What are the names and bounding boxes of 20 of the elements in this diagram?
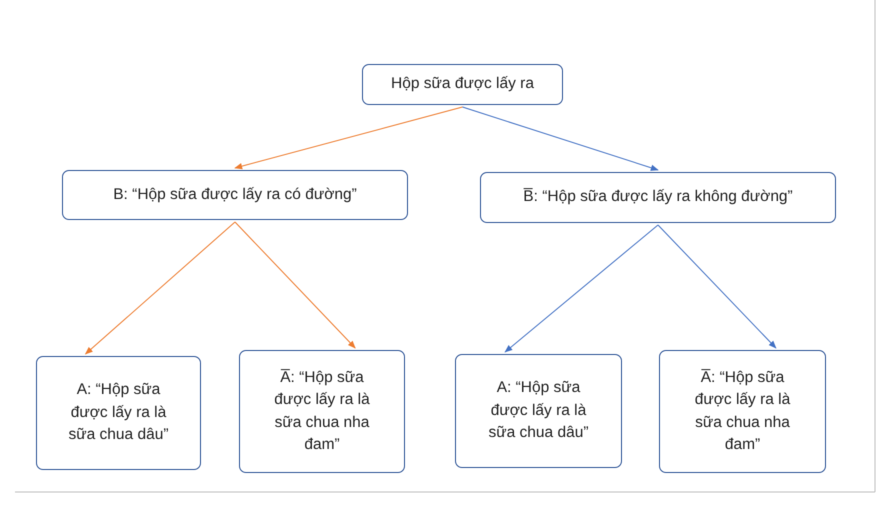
arrow [234, 222, 356, 349]
arrow [84, 222, 236, 355]
node-label: A̅: “Hộp sữa được lấy ra là sữa chua nha đam” [273, 368, 371, 455]
process-box [36, 356, 201, 470]
arrow [234, 106, 463, 170]
process-box [455, 354, 622, 468]
arrow [658, 224, 776, 349]
process-box [480, 172, 836, 223]
node-label: Hộp sữa được lấy ra [391, 74, 534, 94]
node-label: B: “Hộp sữa được lấy ra có đường” [113, 184, 357, 205]
process-box [62, 170, 408, 220]
process-box [362, 64, 563, 105]
arrow [504, 224, 658, 352]
node-label: B̅: “Hộp sữa được lấy ra không đường” [523, 187, 793, 208]
process-box [659, 350, 826, 473]
node-label: A̅: “Hộp sữa được lấy ra là sữa chua nha đam” [694, 368, 792, 455]
arrow [462, 106, 659, 171]
node-label: A: “Hộp sữa được lấy ra là sữa chua dâu” [68, 380, 170, 446]
process-box [239, 350, 405, 473]
node-label: A: “Hộp sữa được lấy ra là sữa chua dâu” [488, 378, 590, 444]
